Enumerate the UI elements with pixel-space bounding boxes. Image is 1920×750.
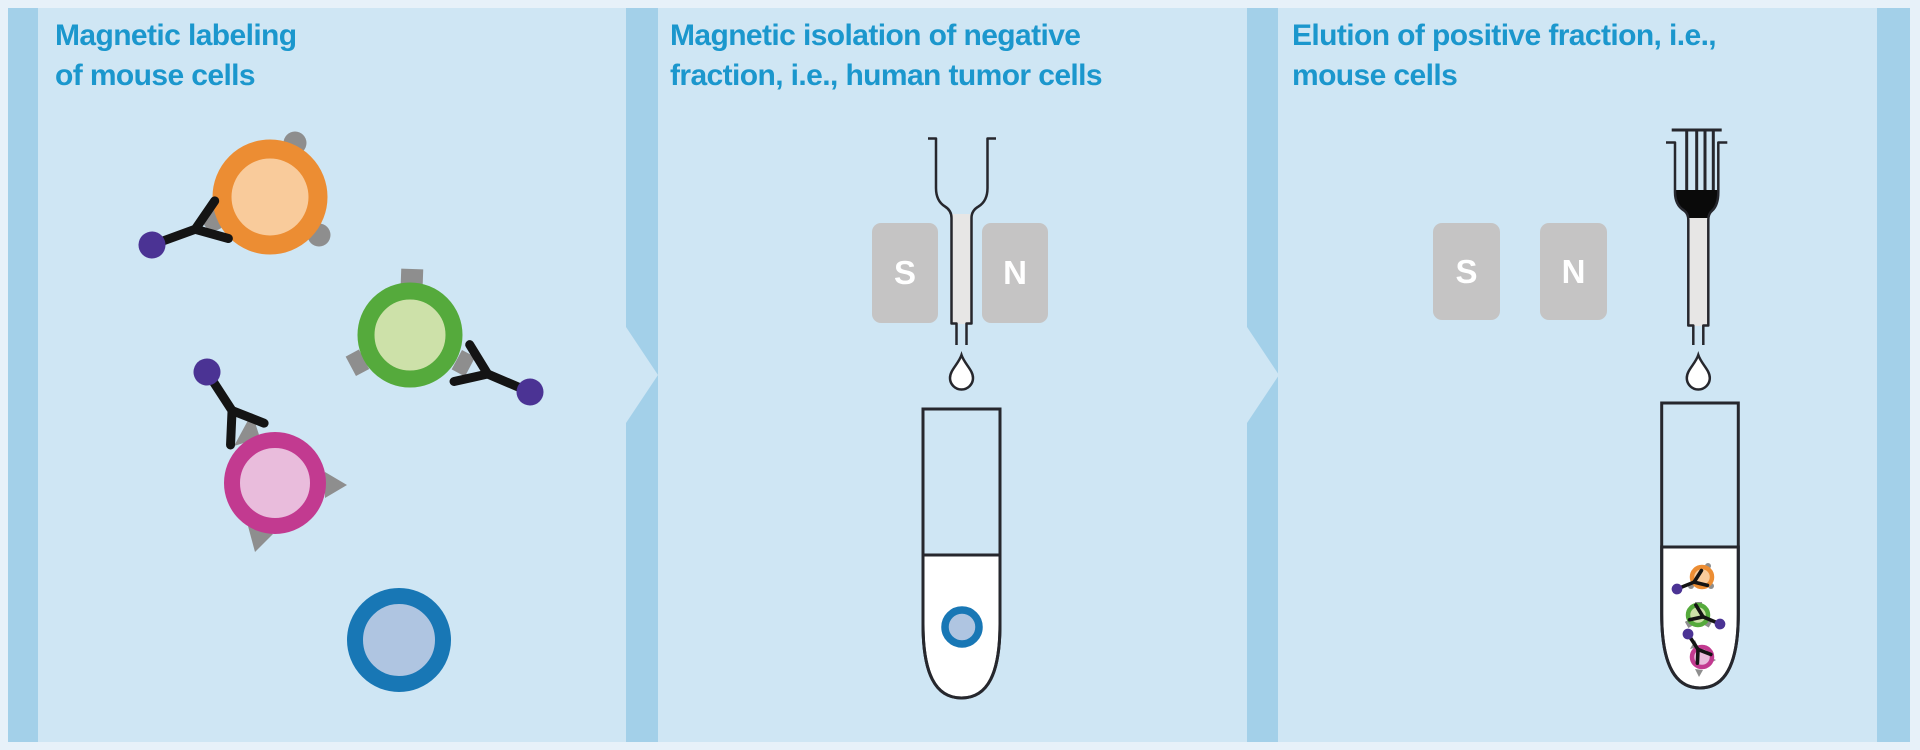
orange-labeled-cell-icon — [132, 131, 331, 269]
green-labeled-cell-icon — [345, 268, 551, 416]
separation-column-icon — [928, 137, 996, 345]
title-line: Magnetic labeling — [55, 19, 297, 52]
plunger-seal — [1675, 190, 1719, 218]
blue-unlabeled-cell-icon — [941, 606, 983, 648]
magnet-south: S — [872, 223, 938, 323]
collection-tube-icon — [1660, 401, 1740, 690]
panel-magnetic-labeling: Magnetic labeling of mouse cells — [38, 8, 626, 742]
title-line: fraction, i.e., human tumor cells — [670, 59, 1103, 92]
title-line: Magnetic isolation of negative — [670, 19, 1081, 52]
title-line: of mouse cells — [55, 59, 256, 92]
elution-graphic — [1660, 128, 1740, 690]
title-line: mouse cells — [1292, 59, 1458, 92]
panel-elution: Elution of positive fraction, i.e., mous… — [1278, 8, 1877, 742]
isolation-graphic — [921, 137, 1002, 700]
figure-board: Magnetic labeling of mouse cells — [8, 8, 1910, 742]
title-line: Elution of positive fraction, i.e., — [1292, 19, 1717, 52]
magnet-south: S — [1433, 223, 1500, 320]
collection-tube-icon — [921, 407, 1002, 700]
magnet-north: N — [982, 223, 1048, 323]
panel-title: Magnetic labeling of mouse cells — [55, 16, 297, 96]
magnet-label: S — [1455, 252, 1478, 290]
panel-magnetic-isolation: Magnetic isolation of negative fraction,… — [658, 8, 1247, 742]
blue-unlabeled-cell-icon — [347, 588, 451, 692]
panel-title: Elution of positive fraction, i.e., mous… — [1292, 16, 1717, 96]
green-labeled-cell-icon — [1684, 602, 1730, 636]
labeling-graphic — [38, 131, 626, 692]
panel-title: Magnetic isolation of negative fraction,… — [670, 16, 1103, 96]
magnet-label: S — [893, 254, 916, 291]
magnet-label: N — [1561, 252, 1586, 290]
arrow-right-icon — [626, 327, 658, 423]
magnet-north: N — [1540, 223, 1607, 320]
pink-labeled-cell-icon — [1676, 623, 1716, 677]
plunger-column-icon — [1666, 128, 1728, 345]
droplet-icon — [948, 351, 975, 391]
droplet-icon — [1685, 351, 1712, 391]
magnet-label: N — [1003, 254, 1027, 291]
pink-labeled-cell-icon — [183, 350, 347, 552]
orange-labeled-cell-icon — [1667, 563, 1715, 601]
arrow-right-icon — [1247, 327, 1279, 423]
